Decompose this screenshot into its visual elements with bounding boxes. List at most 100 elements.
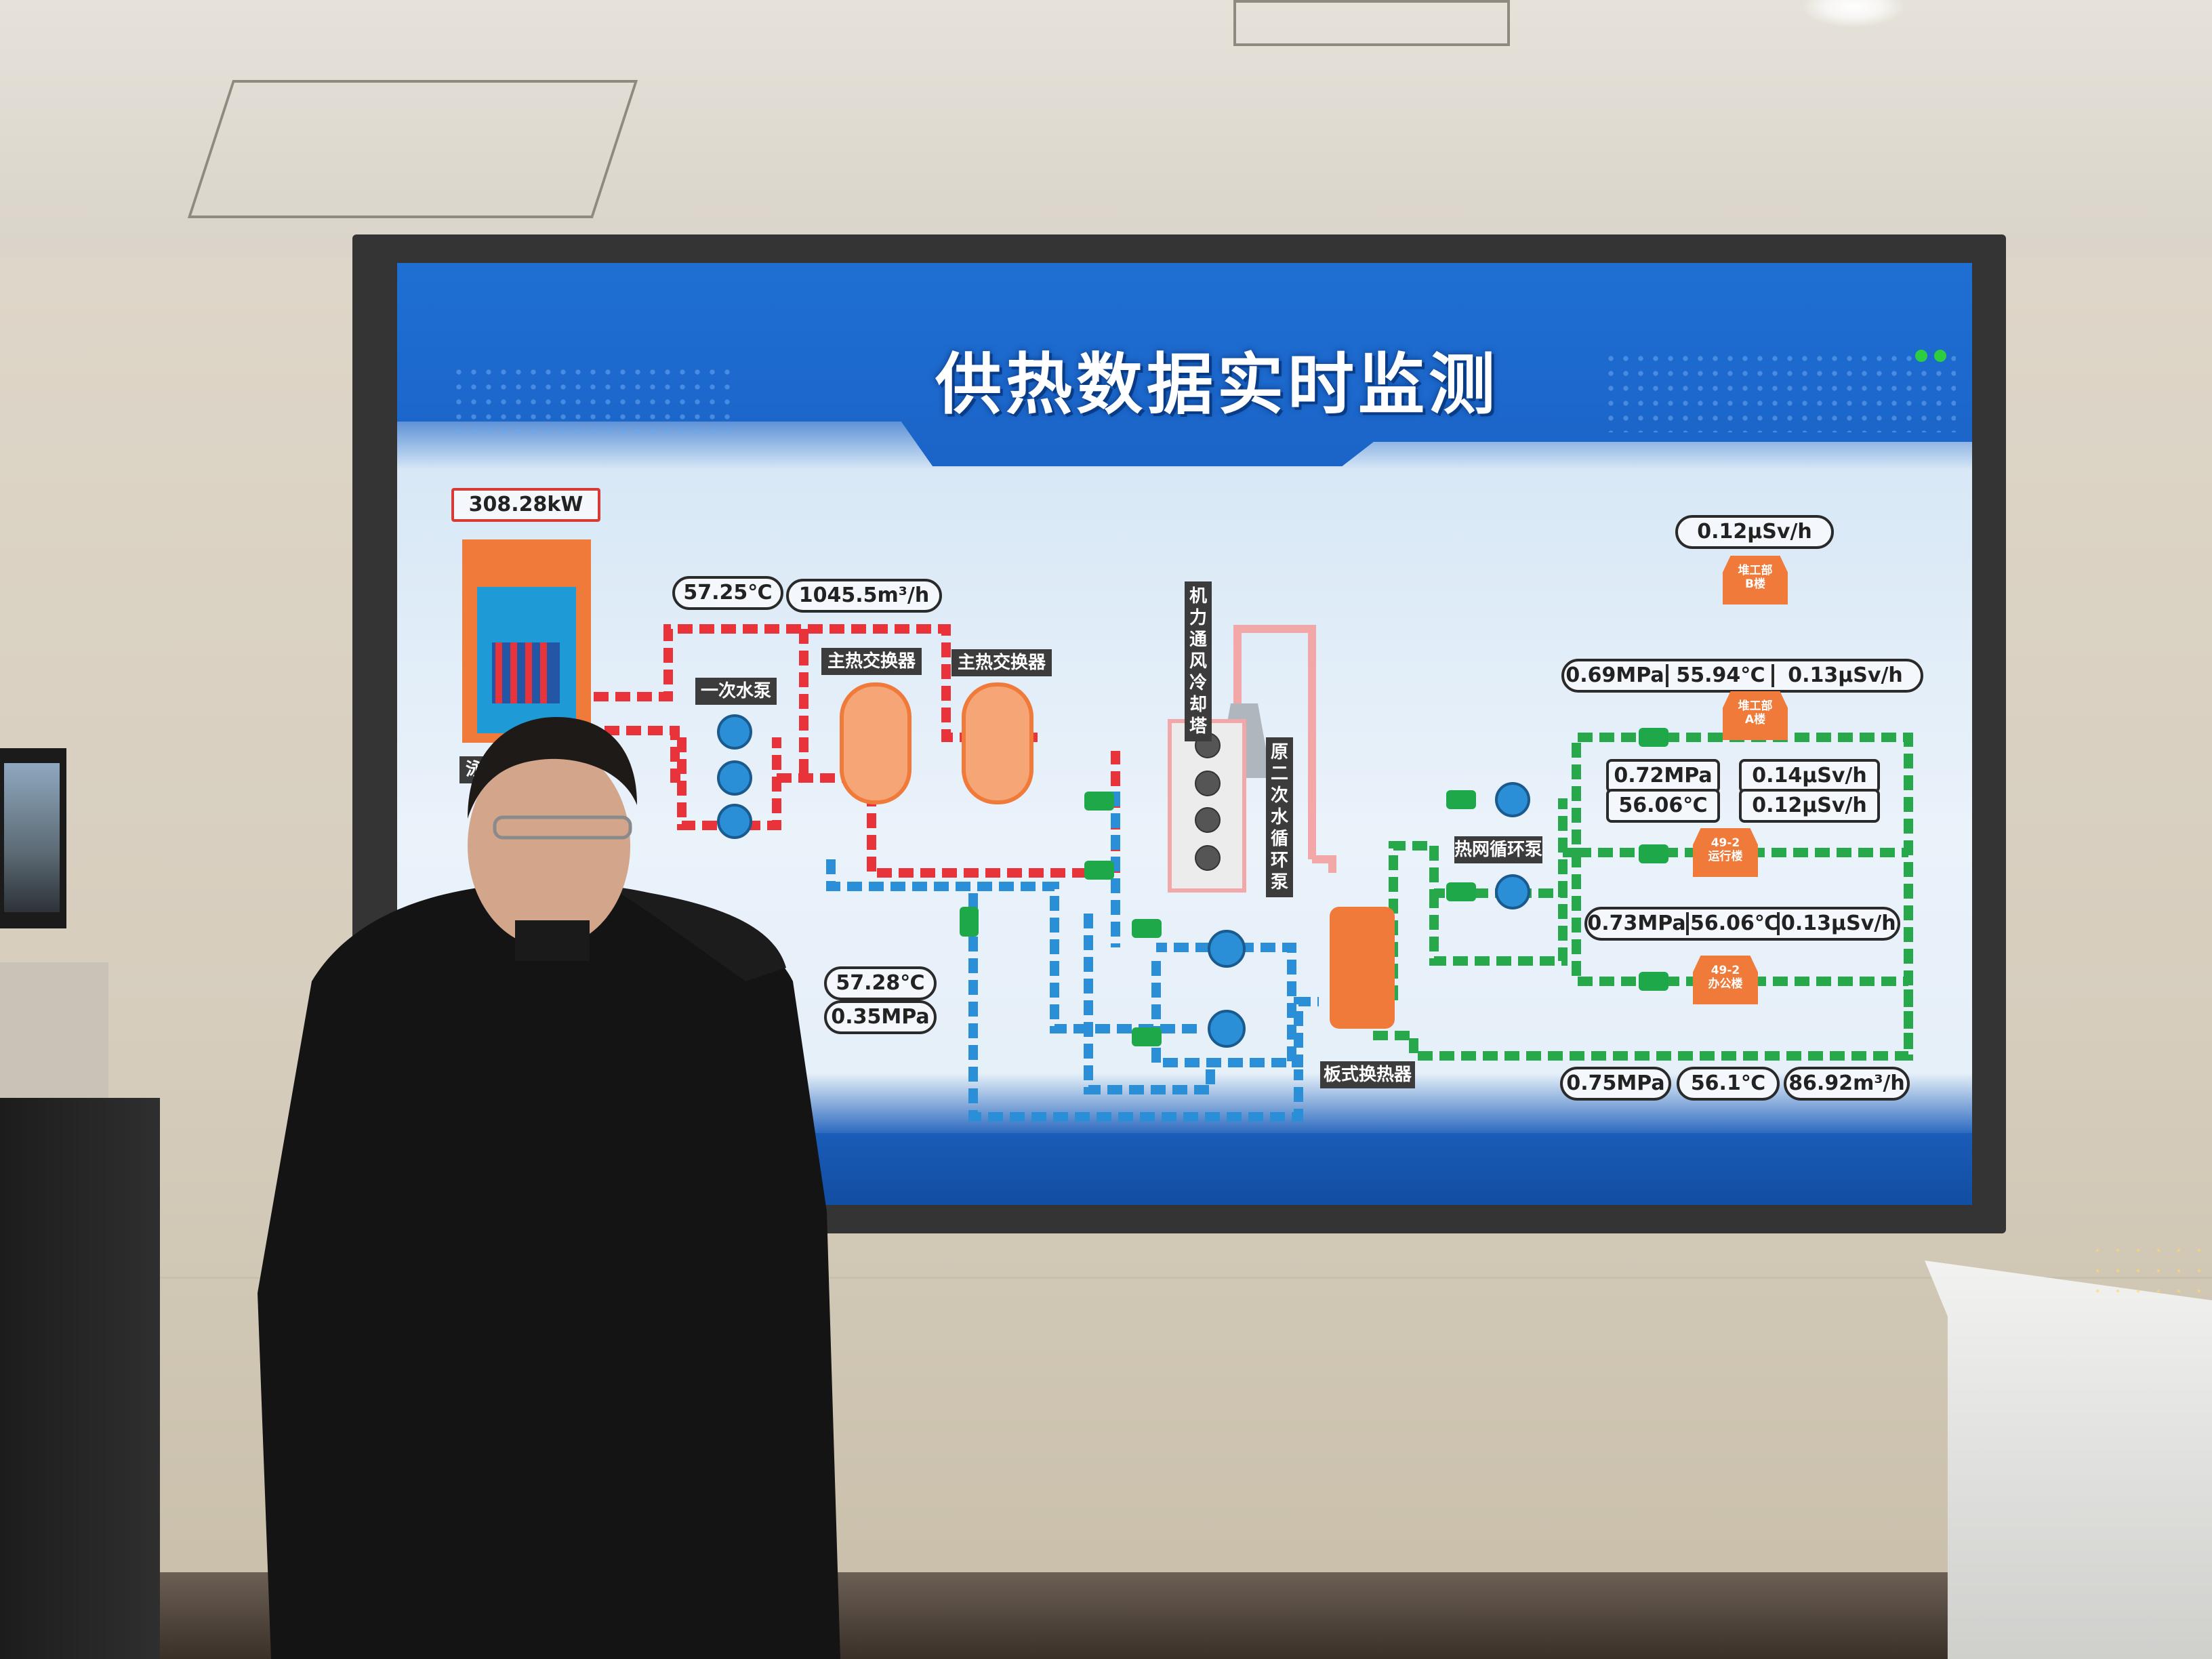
primary-pump-label: 一次水泵: [695, 678, 777, 705]
secondary-pump-label: 原二次水循环泵: [1266, 737, 1293, 897]
office-building-icon: 49-2 办公楼: [1693, 956, 1758, 1004]
building-b-icon: 堆工部 B楼: [1723, 556, 1788, 605]
black-cabinet: [0, 1098, 160, 1659]
side-monitor-image: [4, 763, 60, 912]
pumps-and-valves: [717, 714, 1530, 1048]
white-counter: [1925, 1261, 2212, 1659]
tag-divider: [1777, 912, 1780, 935]
person-hood: [610, 886, 786, 981]
run-building-radiation-readout-2: 0.12μSv/h: [1739, 789, 1880, 823]
pipe-return-2: [1084, 914, 1215, 1094]
primary-heat-exchangers: [840, 682, 1395, 1029]
office-building-line-1: 49-2: [1711, 964, 1740, 977]
pipe-hot-1: [594, 624, 1038, 742]
run-building-temp-readout: 56.06℃: [1606, 789, 1720, 823]
valve-4: [1132, 919, 1162, 938]
main-temp-readout: 56.1℃: [1677, 1067, 1780, 1101]
building-a-line-1: 堆工部: [1738, 699, 1773, 713]
return-pump-2: [1208, 1010, 1246, 1048]
pipe-hot-2: [539, 726, 682, 783]
person-hair: [468, 717, 637, 819]
reactor-power-readout: 308.28kW: [451, 488, 600, 522]
building-a-pressure-readout: 0.69MPa: [1565, 663, 1664, 687]
network-pump-2: [1495, 874, 1530, 909]
run-building-line-1: 49-2: [1711, 836, 1740, 850]
person: [258, 717, 840, 1659]
main-heat-exchanger-1: [840, 682, 912, 804]
valve-7: [1446, 882, 1476, 901]
pipe-return-1: [826, 859, 1197, 1033]
valve-6: [1446, 790, 1476, 809]
left-shelf: [0, 962, 108, 1098]
network-pump-label: 热网循环泵: [1454, 836, 1542, 863]
heat-exchanger-1-label: 主热交换器: [821, 648, 922, 675]
primary-flow-readout: 1045.5m³/h: [786, 579, 942, 613]
valve-9: [1639, 844, 1668, 863]
tag-divider: [1771, 664, 1774, 687]
ceiling-panel: [187, 80, 638, 218]
building-a-line-2: A楼: [1744, 713, 1766, 726]
primary-pump-1: [717, 714, 752, 750]
building-a-icon: 堆工部 A楼: [1723, 691, 1788, 740]
valve-3: [960, 907, 979, 937]
primary-pump-2: [717, 760, 752, 796]
cooling-tower-label: 机力通风冷却塔: [1185, 581, 1212, 741]
main-heat-exchanger-2: [962, 682, 1033, 804]
valve-1: [1084, 792, 1114, 811]
main-flow-readout: 86.92m³/h: [1784, 1067, 1910, 1101]
reactor-pool: [462, 539, 591, 743]
ceiling-panel: [1233, 0, 1510, 46]
office-temp-readout: 56.06℃: [1690, 912, 1780, 935]
heating-flow-diagram: [462, 539, 1913, 1122]
run-building-line-2: 运行楼: [1708, 850, 1743, 863]
primary-temp-readout: 57.25℃: [672, 576, 783, 610]
tag-divider: [1666, 664, 1668, 687]
return-pressure-readout: 0.35MPa: [824, 1000, 937, 1034]
heat-exchanger-2-label: 主热交换器: [951, 649, 1052, 676]
screen-title: 供热数据实时监测: [935, 346, 1499, 424]
run-building-pressure-readout: 0.72MPa: [1606, 759, 1720, 793]
wall-seam: [0, 1277, 2212, 1279]
status-dot: [1915, 350, 1927, 362]
side-monitor: [0, 748, 66, 928]
person-glasses: [493, 815, 632, 840]
pipe-network-2: [1429, 893, 1568, 966]
pipe-network-6: [1373, 981, 1913, 1061]
status-dot: [1934, 350, 1946, 362]
model-lights: [2087, 1240, 2212, 1294]
building-a-radiation-readout: 0.13μSv/h: [1788, 663, 1903, 687]
valve-8: [1639, 728, 1668, 747]
building-b-line-2: B楼: [1745, 577, 1765, 591]
pipe-network: [1373, 733, 1913, 1061]
office-building-line-2: 办公楼: [1708, 977, 1743, 991]
building-b-line-1: 堆工部: [1738, 564, 1773, 577]
building-b-radiation-readout: 0.12μSv/h: [1675, 515, 1834, 549]
valve-2: [1084, 861, 1114, 880]
return-temp-readout: 57.28℃: [824, 966, 937, 1000]
ceiling-light: [1803, 0, 1904, 27]
run-building-radiation-readout-1: 0.14μSv/h: [1739, 759, 1880, 793]
person-coat: [258, 886, 840, 1659]
green-valves: [960, 728, 1668, 1046]
network-pump-1: [1495, 782, 1530, 817]
valve-5: [1132, 1027, 1162, 1046]
pipe-return-6: [968, 893, 1303, 1122]
pipe-return-4: [1292, 997, 1319, 1067]
tag-divider: [1686, 912, 1689, 935]
building-a-temp-readout: 55.94℃: [1676, 663, 1765, 687]
header-dot-pattern: [451, 365, 736, 439]
building-a-readout-group: 0.69MPa 55.94℃ 0.13μSv/h: [1561, 659, 1923, 693]
run-building-icon: 49-2 运行楼: [1693, 828, 1758, 877]
office-pressure-readout: 0.73MPa: [1587, 912, 1686, 935]
cooling-fan-3: [1195, 807, 1221, 833]
primary-pump-3: [717, 804, 752, 839]
return-pump-1: [1208, 930, 1246, 968]
valve-10: [1639, 972, 1668, 991]
cooling-fans: [1195, 733, 1221, 871]
cooling-fan-4: [1195, 845, 1221, 871]
pipe-network-5: [1572, 853, 1908, 986]
cooling-fan-2: [1195, 771, 1221, 796]
person-neck: [515, 920, 590, 961]
plate-heat-exchanger: [1330, 907, 1395, 1029]
